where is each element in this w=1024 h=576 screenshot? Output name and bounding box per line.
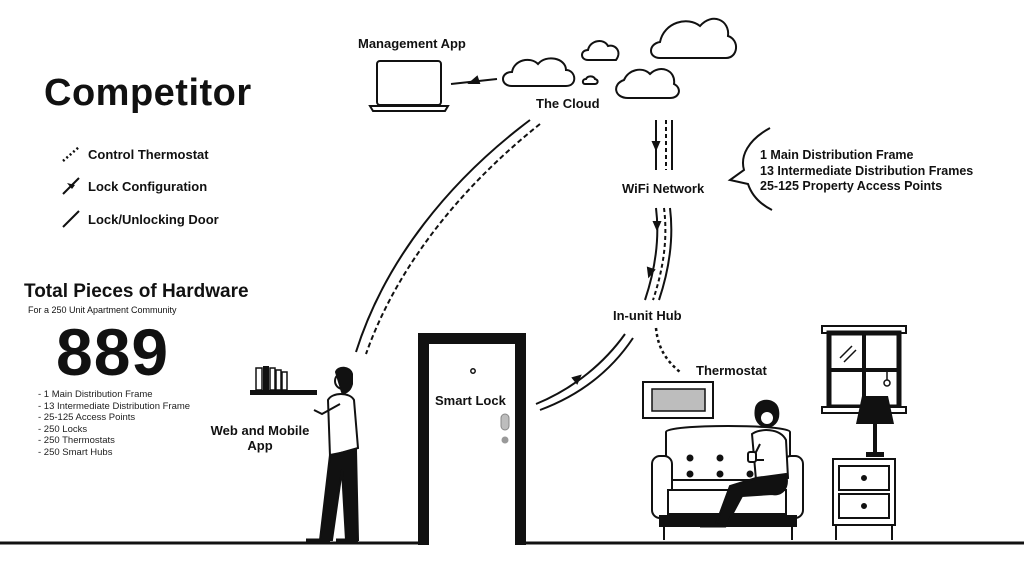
cloud-icon — [502, 17, 737, 99]
hardware-list-item: - 1 Main Distribution Frame — [38, 389, 153, 400]
solid-line-icon — [62, 210, 80, 228]
hub-thermostat-link — [654, 327, 681, 373]
speech-bubble-outline — [727, 127, 773, 211]
wifi-network-label: WiFi Network — [622, 181, 705, 196]
callout-line: 13 Intermediate Distribution Frames — [760, 163, 974, 178]
hardware-subtitle: For a 250 Unit Apartment Community — [28, 305, 177, 315]
hardware-list-item: - 250 Thermostats — [38, 435, 115, 446]
hardware-list-item: - 25-125 Access Points — [38, 412, 136, 423]
arrow-line-icon — [62, 177, 80, 195]
sitting-person-icon — [700, 399, 790, 528]
laptop-icon — [368, 60, 450, 112]
cloud-label: The Cloud — [536, 96, 600, 111]
cloud-wifi-link — [651, 120, 673, 170]
callout-line: 25-125 Property Access Points — [760, 179, 943, 193]
dotted-line-icon — [62, 146, 80, 162]
hardware-count: 889 — [56, 315, 170, 389]
wifi-infrastructure-callout: 1 Main Distribution Frame 13 Intermediat… — [760, 148, 973, 195]
web-mobile-app-label: Web and Mobile App — [208, 423, 312, 453]
in-unit-hub-label: In-unit Hub — [613, 308, 682, 323]
hardware-list-item: - 13 Intermediate Distribution Frame — [38, 400, 191, 412]
lamp-icon — [856, 396, 894, 457]
smart-lock-label: Smart Lock — [435, 393, 506, 408]
page-title: Competitor — [44, 72, 252, 114]
door-icon — [418, 333, 526, 545]
laptop-to-cloud-arrow — [450, 75, 498, 85]
hardware-list: - 1 Main Distribution Frame - 13 Interme… — [38, 389, 190, 458]
web-mobile-app-label-line2: App — [247, 438, 273, 453]
nightstand-icon — [832, 458, 896, 540]
legend-item-lock-unlocking-door: Lock/Unlocking Door — [60, 209, 219, 229]
callout-line: 1 Main Distribution Frame — [760, 148, 914, 162]
wifi-hub-link — [644, 207, 673, 301]
standing-person-icon — [306, 366, 360, 542]
management-app-label: Management App — [358, 36, 466, 51]
hardware-list-item: - 250 Locks — [38, 423, 88, 435]
legend-label: Control Thermostat — [88, 146, 209, 162]
hardware-list-item: - 250 Smart Hubs — [38, 446, 113, 458]
thermostat-label: Thermostat — [696, 363, 767, 378]
hub-lock-link — [535, 333, 634, 411]
bookshelf-icon — [250, 366, 317, 395]
legend-item-lock-configuration: Lock Configuration — [60, 176, 207, 196]
cloud-person-link — [355, 119, 541, 355]
legend-label: Lock/Unlocking Door — [88, 211, 219, 227]
hardware-title: Total Pieces of Hardware — [24, 281, 249, 302]
legend-item-control-thermostat: Control Thermostat — [60, 144, 209, 164]
legend-label: Lock Configuration — [88, 178, 208, 194]
thermostat-icon — [642, 381, 714, 419]
web-mobile-app-label-line1: Web and Mobile — [210, 423, 310, 438]
